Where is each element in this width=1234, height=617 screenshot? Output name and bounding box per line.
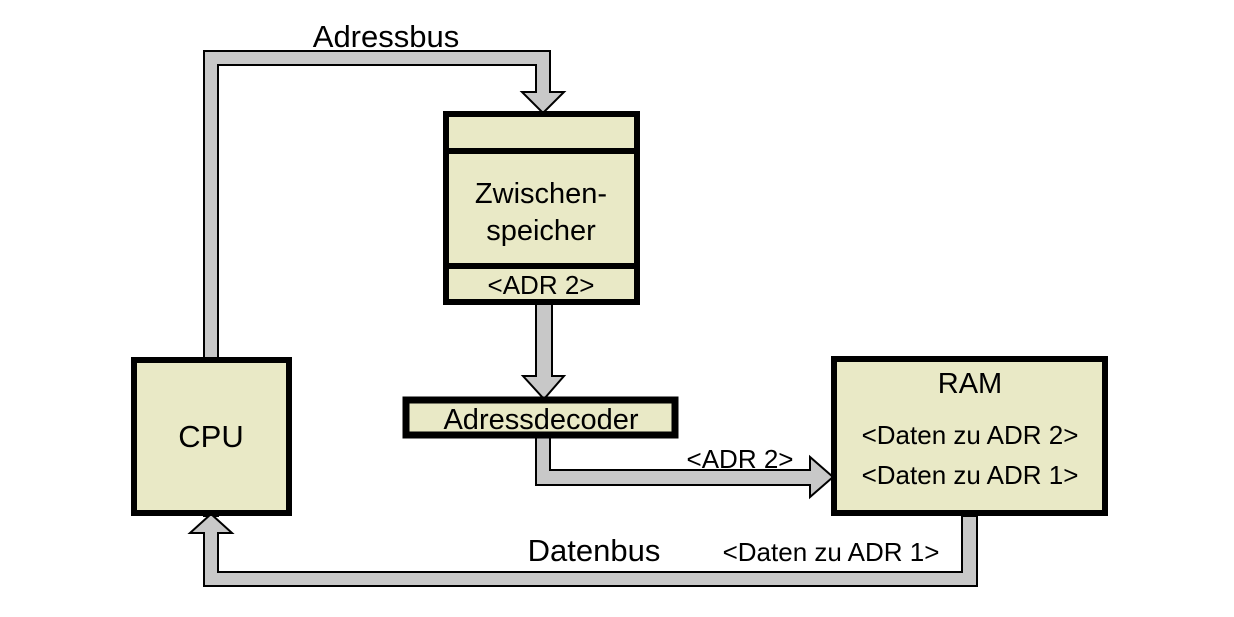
- ram-box[interactable]: [831, 356, 1108, 516]
- decoder-to-ram-label: <ADR 2>: [687, 444, 794, 474]
- data-bus-path: [187, 512, 978, 587]
- data-bus-label: Datenbus: [528, 533, 661, 568]
- latch-title-line1: Zwischen-: [475, 178, 607, 210]
- address-bus-label: Adressbus: [313, 19, 459, 54]
- decoder-to-ram-arrow: [535, 435, 835, 500]
- cpu-box[interactable]: [131, 357, 292, 516]
- ram-row-1: <Daten zu ADR 2>: [862, 420, 1079, 450]
- data-bus-payload-label: <Daten zu ADR 1>: [723, 537, 940, 567]
- latch-title-line2: speicher: [486, 215, 596, 247]
- latch-to-decoder-arrow: [520, 302, 567, 401]
- cpu-label: CPU: [178, 419, 243, 454]
- address-decoder-box[interactable]: [402, 396, 679, 439]
- ram-row-2: <Daten zu ADR 1>: [862, 460, 1079, 490]
- address-bus-path: [203, 50, 567, 517]
- address-decoder-label: Adressdecoder: [443, 404, 638, 436]
- ram-title: RAM: [938, 368, 1002, 400]
- latch-box[interactable]: [443, 111, 640, 305]
- latch-footer-label: <ADR 2>: [488, 270, 595, 300]
